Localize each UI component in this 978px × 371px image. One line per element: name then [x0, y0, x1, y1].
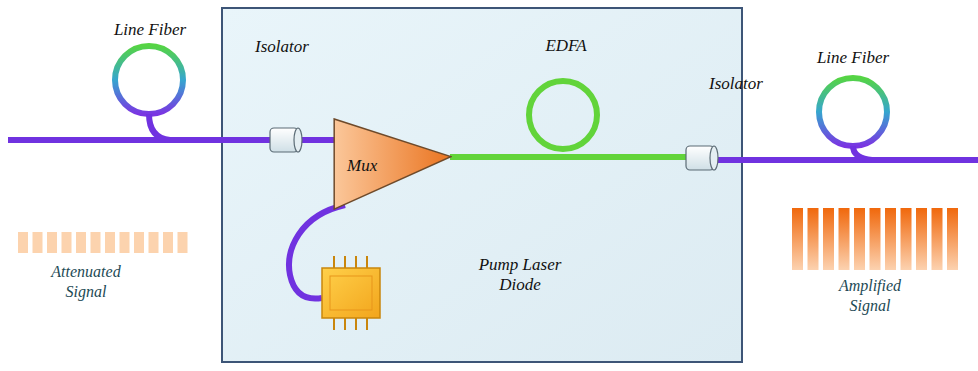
chip-pin — [366, 318, 368, 330]
chip-pin — [333, 256, 335, 268]
signal-bar — [149, 232, 159, 253]
signal-bar — [62, 232, 72, 253]
part-label: Pump Laser Diode — [470, 255, 570, 295]
amplifier-housing — [222, 8, 742, 362]
chip-pin — [366, 256, 368, 268]
node-label: Mux — [347, 156, 377, 176]
chip-pin — [355, 256, 357, 268]
mux-triangle: Mux — [333, 118, 452, 210]
part-label: Line Fiber — [80, 20, 220, 40]
part-label: Attenuated Signal — [36, 262, 136, 302]
signal-bar — [870, 208, 881, 270]
signal-bar — [91, 232, 101, 253]
signal-bar — [134, 232, 144, 253]
edfa-coil — [529, 81, 597, 149]
fiber-line — [712, 157, 978, 163]
chip-pin — [333, 318, 335, 330]
signal-bar — [120, 232, 130, 253]
signal-bar — [947, 208, 958, 270]
part-label: Isolator — [227, 37, 337, 57]
signal-bar — [854, 208, 865, 270]
signal-bar — [823, 208, 834, 270]
signal-bar — [178, 232, 188, 253]
part-label: EDFA — [511, 36, 621, 56]
signal-bar — [163, 232, 173, 253]
signal-bar — [105, 232, 115, 253]
isolator-symbol — [686, 146, 718, 170]
chip-pin — [344, 318, 346, 330]
part-label: Line Fiber — [783, 48, 923, 68]
signal-bar — [47, 232, 57, 253]
part-label: Isolator — [681, 74, 791, 94]
fiber-loop — [115, 46, 183, 114]
signal-bar — [916, 208, 927, 270]
signal-bar — [885, 208, 896, 270]
erbium-fiber — [450, 154, 692, 160]
signal-bar — [76, 232, 86, 253]
fiber-loop-join — [149, 114, 170, 140]
fiber-loop-join — [853, 146, 872, 160]
signal-bar — [808, 208, 819, 270]
amplified-signal-bars — [792, 208, 958, 270]
chip-pin — [344, 256, 346, 268]
chip-pin — [355, 318, 357, 330]
signal-bar — [792, 208, 803, 270]
fiber-loop — [819, 78, 887, 146]
signal-bar — [901, 208, 912, 270]
signal-bar — [33, 232, 43, 253]
signal-bar — [839, 208, 850, 270]
part-label: Amplified Signal — [825, 276, 915, 316]
pump-laser-chip — [322, 256, 380, 330]
signal-bar — [932, 208, 943, 270]
signal-bar — [18, 232, 28, 253]
attenuated-signal-bars — [18, 232, 188, 253]
isolator-symbol — [270, 128, 302, 152]
